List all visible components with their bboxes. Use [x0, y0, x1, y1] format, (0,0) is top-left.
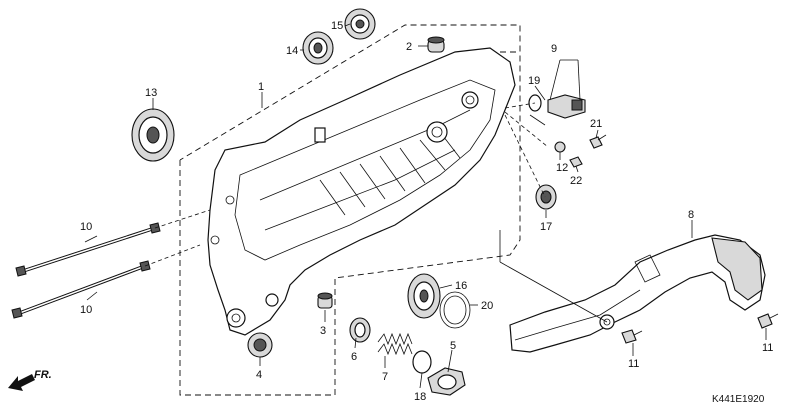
diagram-code: K441E1920: [712, 394, 765, 405]
dowel-pin-2: [427, 36, 445, 53]
callout-8: 8: [688, 209, 694, 221]
bearing-15: [344, 8, 376, 40]
callout-20: 20: [481, 300, 493, 312]
callout-13: 13: [145, 87, 157, 99]
dowel-3: [317, 292, 333, 309]
spring-7: [377, 332, 413, 356]
assembly-boundary: [179, 24, 521, 396]
stud-bolt-lower: [11, 260, 151, 319]
callout-2: 2: [406, 41, 412, 53]
bolt-11a: [621, 329, 643, 344]
washer-12: [554, 141, 566, 153]
callout-3: 3: [320, 325, 326, 337]
circlip-20: [439, 291, 471, 329]
callout-11-left: 11: [628, 358, 639, 370]
callout-16: 16: [455, 280, 467, 292]
callout-14: 14: [286, 45, 298, 57]
main-stand-bracket-8: [509, 234, 766, 353]
drain-plug-5: [427, 367, 466, 396]
callout-17: 17: [540, 221, 552, 233]
callout-11-right: 11: [762, 342, 773, 354]
bolt-22: [569, 156, 583, 168]
front-direction-indicator: FR.: [8, 369, 52, 391]
bearing-boss-upper: [461, 91, 479, 109]
crankcase-ribs: [319, 131, 461, 216]
callout-19: 19: [528, 75, 540, 87]
cap-6: [349, 317, 371, 343]
front-arrow-icon: [8, 374, 35, 391]
callout-5: 5: [450, 340, 456, 352]
oil-seal-17: [535, 184, 557, 210]
callout-6: 6: [351, 351, 357, 363]
callout-7: 7: [382, 371, 388, 383]
bolt-11b: [757, 313, 779, 329]
mount-eye: [226, 308, 246, 328]
callout-4: 4: [256, 369, 262, 381]
front-label: FR.: [34, 369, 52, 381]
callout-1: 1: [258, 81, 264, 93]
o-ring-18: [412, 350, 432, 374]
callout-15: 15: [331, 20, 343, 32]
oil-seal-16: [407, 273, 441, 319]
left-crankcase: [207, 47, 516, 336]
callout-21: 21: [590, 118, 602, 130]
callout-18: 18: [414, 391, 426, 403]
bearing-14: [302, 31, 334, 65]
bearing-13: [131, 108, 175, 162]
callout-9: 9: [551, 43, 557, 55]
callout-10-lower: 10: [80, 304, 92, 316]
bushing-4: [247, 332, 273, 358]
crankcase-dowel-boss: [314, 127, 326, 143]
callout-22: 22: [570, 175, 582, 187]
callout-10-upper: 10: [80, 221, 92, 233]
speed-sensor-group: [528, 94, 607, 168]
bearing-boss: [426, 121, 448, 143]
leader-lines: [84, 23, 767, 389]
callout-12: 12: [556, 162, 568, 174]
